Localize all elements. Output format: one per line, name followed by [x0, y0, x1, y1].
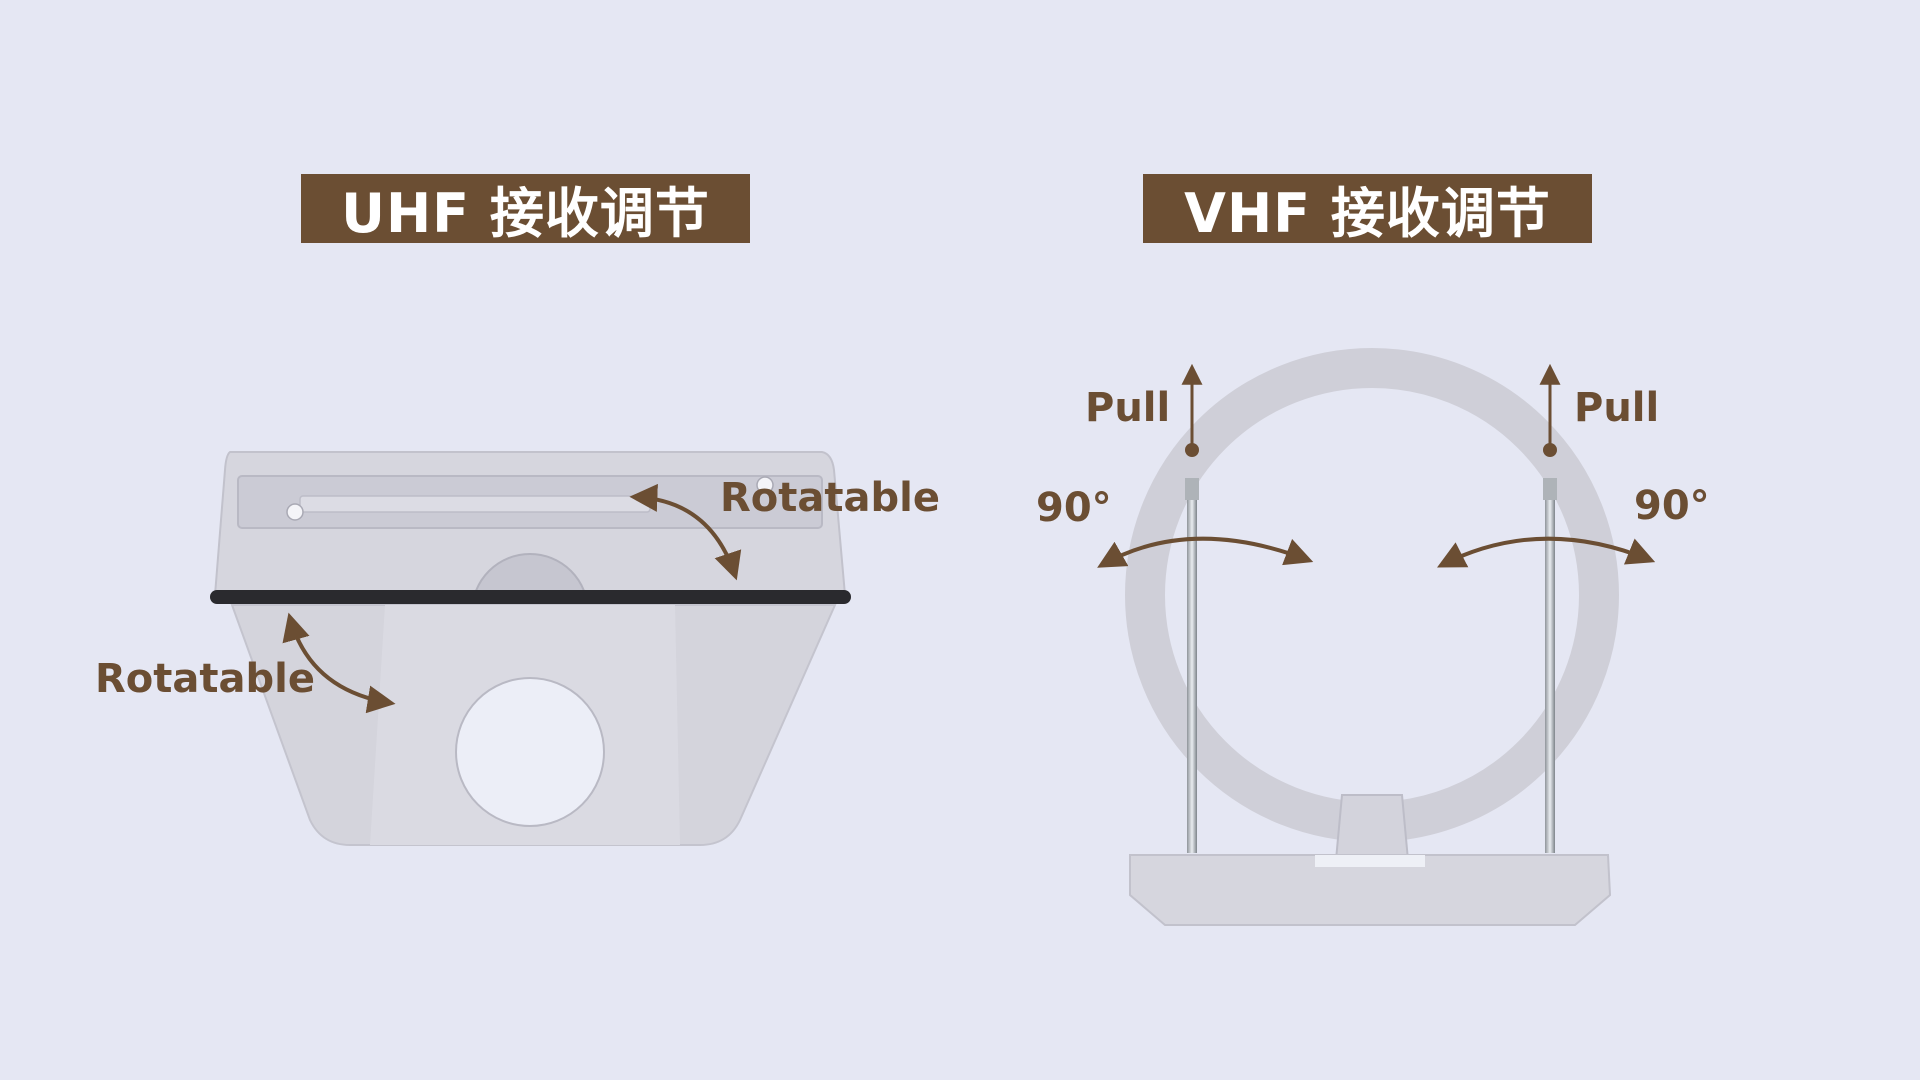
rotatable-label-left: Rotatable — [95, 656, 315, 702]
uhf-title-banner: UHF 接收调节 — [301, 174, 750, 245]
rotate-arrow-top — [629, 483, 742, 581]
pull-arrow-right — [1539, 363, 1561, 457]
pull-label-right: Pull — [1574, 385, 1660, 431]
uhf-title-text: UHF 接收调节 — [341, 182, 710, 245]
pull-label-left: Pull — [1085, 385, 1171, 431]
angle-label-left: 90° — [1036, 485, 1112, 531]
rotatable-label-top: Rotatable — [720, 475, 940, 521]
angle-arrow-right — [1437, 536, 1656, 568]
vhf-title-banner: VHF 接收调节 — [1143, 174, 1592, 245]
vhf-title-text: VHF 接收调节 — [1184, 182, 1551, 245]
angle-label-right: 90° — [1634, 483, 1710, 529]
rotate-arrow-left — [282, 612, 396, 714]
pull-arrow-left — [1181, 363, 1203, 457]
vhf-antenna-device — [1125, 348, 1619, 926]
angle-arrow-left — [1097, 536, 1314, 568]
